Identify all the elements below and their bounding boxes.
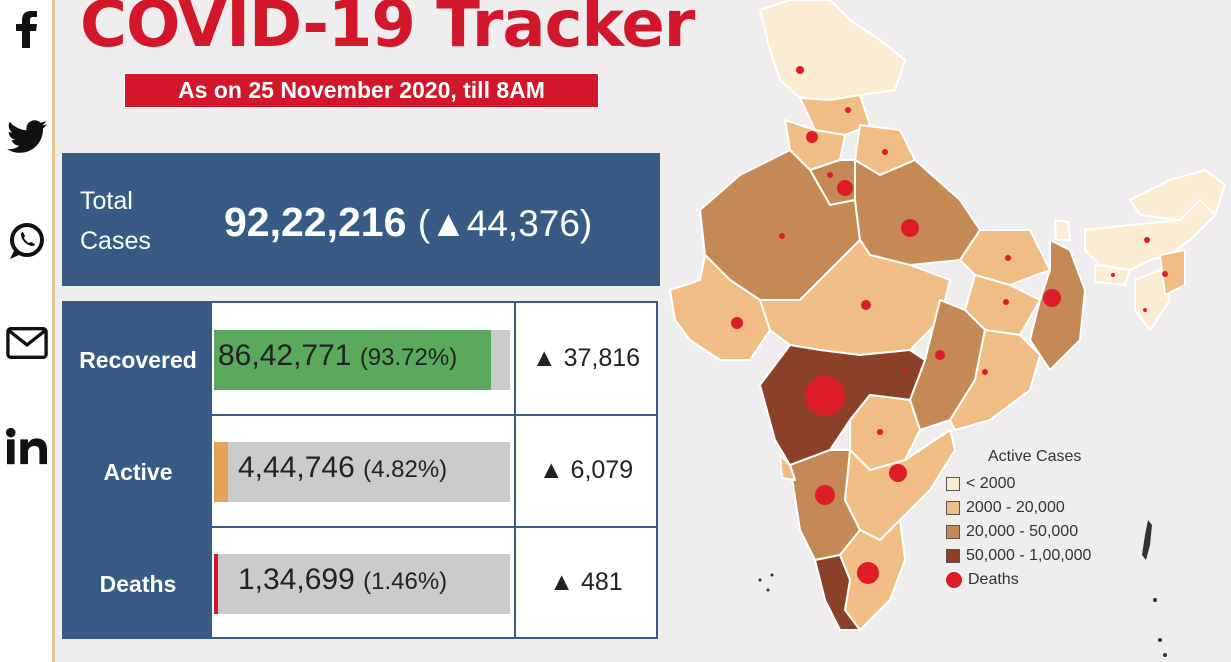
death-marker — [779, 233, 785, 239]
active-bar — [214, 442, 229, 502]
death-marker — [857, 562, 879, 584]
deaths-row: Deaths 1,34,699 (1.46%) ▲ 481 — [64, 527, 656, 638]
map-region-kerala — [814, 554, 861, 631]
recovered-row: Recovered 86,42,771 (93.72%) ▲ 37,816 — [64, 303, 656, 414]
stats-table: Recovered 86,42,771 (93.72%) ▲ 37,816 Ac… — [62, 301, 658, 639]
total-cases-label: Total Cases — [80, 187, 151, 255]
death-marker — [1043, 289, 1061, 307]
map-region-sikkim — [1054, 219, 1071, 241]
death-marker — [806, 131, 818, 143]
legend-item: 20,000 - 50,000 — [946, 520, 1091, 544]
email-icon — [6, 327, 48, 359]
total-cases-panel: Total Cases 92,22,216 (▲44,376) — [62, 153, 660, 286]
death-marker — [1162, 271, 1168, 277]
death-marker — [901, 219, 919, 237]
deaths-value: 1,34,699 (1.46%) — [238, 563, 448, 596]
death-marker — [861, 300, 871, 310]
death-marker — [935, 350, 945, 360]
legend-title: Active Cases — [988, 448, 1082, 465]
whatsapp-share-button[interactable] — [6, 220, 48, 262]
stats-label-column — [64, 303, 212, 637]
whatsapp-icon — [10, 223, 44, 259]
map-region-odisha — [949, 329, 1041, 431]
deaths-change: ▲ 481 — [549, 568, 623, 596]
twitter-share-button[interactable] — [6, 116, 48, 158]
email-share-button[interactable] — [6, 322, 48, 364]
legend-item: 50,000 - 1,00,000 — [946, 544, 1091, 568]
india-active-cases-map — [669, 0, 1226, 657]
death-marker — [796, 66, 804, 74]
active-value: 4,44,746 (4.82%) — [238, 451, 448, 484]
social-share-bar — [0, 0, 55, 662]
death-marker — [845, 107, 851, 113]
death-marker — [982, 369, 988, 375]
death-marker — [882, 149, 888, 155]
active-label: Active — [103, 459, 173, 485]
death-marker — [837, 180, 853, 196]
death-marker — [1111, 273, 1115, 277]
twitter-icon — [7, 120, 47, 153]
map-region-tripura-mizoram — [1134, 269, 1171, 331]
deaths-markers — [731, 66, 1168, 584]
active-change: ▲ 6,079 — [538, 456, 634, 484]
recovered-label: Recovered — [79, 347, 197, 373]
recovered-bar — [214, 330, 492, 390]
page-title: COVID-19 Tracker — [80, 0, 695, 62]
legend-item: < 2000 — [946, 472, 1091, 496]
facebook-share-button[interactable] — [6, 8, 48, 50]
recovered-value: 86,42,771 (93.72%) — [218, 339, 458, 372]
andaman-islands — [1142, 520, 1152, 560]
death-marker — [877, 429, 883, 435]
death-marker — [1143, 308, 1147, 312]
map-region-jammu-kashmir — [759, 0, 906, 101]
death-marker — [805, 376, 845, 416]
death-marker — [889, 464, 907, 482]
linkedin-icon — [6, 427, 48, 465]
map-region-arunachal — [1129, 169, 1226, 221]
deaths-bar — [214, 554, 219, 614]
facebook-icon — [16, 11, 37, 48]
total-cases-value: 92,22,216 (▲44,376) — [224, 199, 593, 245]
death-marker — [1144, 237, 1150, 243]
death-marker — [827, 172, 833, 178]
linkedin-share-button[interactable] — [6, 426, 48, 468]
death-marker — [1005, 255, 1011, 261]
death-marker — [815, 485, 835, 505]
map-region-manipur — [1159, 249, 1186, 296]
recovered-change: ▲ 37,816 — [531, 344, 641, 372]
map-legend: Active Cases < 2000 2000 - 20,000 20,000… — [946, 448, 1091, 592]
date-banner: As on 25 November 2020, till 8AM — [124, 73, 599, 108]
death-marker — [731, 317, 743, 329]
map-region-goa — [779, 454, 796, 481]
legend-item: 2000 - 20,000 — [946, 496, 1091, 520]
map-region-uttar-pradesh — [854, 159, 981, 266]
deaths-label: Deaths — [99, 571, 177, 597]
death-marker — [903, 368, 907, 372]
total-cases-change: (▲44,376) — [417, 203, 593, 244]
legend-item-deaths: Deaths — [946, 568, 1091, 592]
death-marker — [1003, 299, 1009, 305]
active-row: Active 4,44,746 (4.82%) ▲ 6,079 — [64, 415, 656, 526]
